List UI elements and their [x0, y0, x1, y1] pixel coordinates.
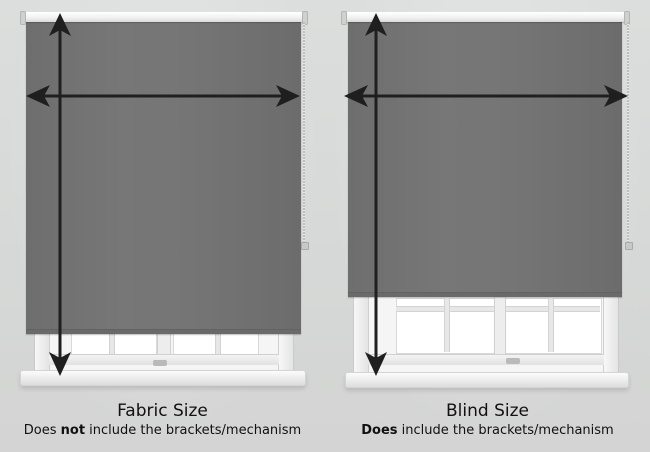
- blind-fabric: [26, 21, 301, 334]
- blind-roller-tube: [20, 11, 308, 25]
- blind-fabric: [348, 21, 622, 297]
- bracket-left: [20, 11, 26, 25]
- blind-hem: [348, 292, 622, 297]
- window-sill: [20, 370, 306, 386]
- bracket-right: [302, 11, 308, 25]
- blind-chain: [301, 22, 309, 250]
- blind-roller-tube: [341, 11, 630, 25]
- window-glazing-bar: [109, 330, 115, 354]
- blind-size-caption: Blind Size Does include the brackets/mec…: [325, 400, 650, 439]
- window-jamb-right: [603, 290, 618, 372]
- caption-subtitle: Does include the brackets/mechanism: [325, 422, 650, 439]
- window-glazing-bar: [548, 298, 554, 352]
- window-glazing-bar: [215, 330, 221, 354]
- window-sill: [345, 372, 629, 388]
- blind-chain: [625, 22, 633, 250]
- chain-weight: [625, 242, 633, 250]
- caption-subtitle: Does not include the brackets/mechanism: [0, 422, 325, 439]
- window-bottom-rail: [49, 354, 279, 365]
- window-jamb-left: [354, 290, 369, 372]
- blind-hem: [26, 329, 301, 334]
- subtitle-emphasis: Does: [361, 423, 398, 438]
- window-frame: [353, 290, 619, 372]
- fabric-size-panel: Fabric Size Does not include the bracket…: [0, 0, 325, 452]
- subtitle-text: include the brackets/mechanism: [397, 423, 614, 438]
- subtitle-text: Does: [23, 423, 61, 438]
- window-glazing-bar: [444, 298, 450, 352]
- window-latch: [153, 360, 167, 366]
- window-bottom-rail: [368, 354, 604, 365]
- caption-title: Blind Size: [446, 401, 529, 421]
- window-latch: [506, 358, 520, 364]
- chain-weight: [301, 242, 309, 250]
- window-mullion: [494, 290, 506, 362]
- subtitle-emphasis: not: [60, 423, 86, 438]
- caption-title: Fabric Size: [117, 401, 208, 421]
- blind-size-panel: Blind Size Does include the brackets/mec…: [325, 0, 650, 452]
- fabric-size-caption: Fabric Size Does not include the bracket…: [0, 400, 325, 439]
- bracket-left: [341, 11, 347, 25]
- subtitle-text: include the brackets/mechanism: [85, 423, 302, 438]
